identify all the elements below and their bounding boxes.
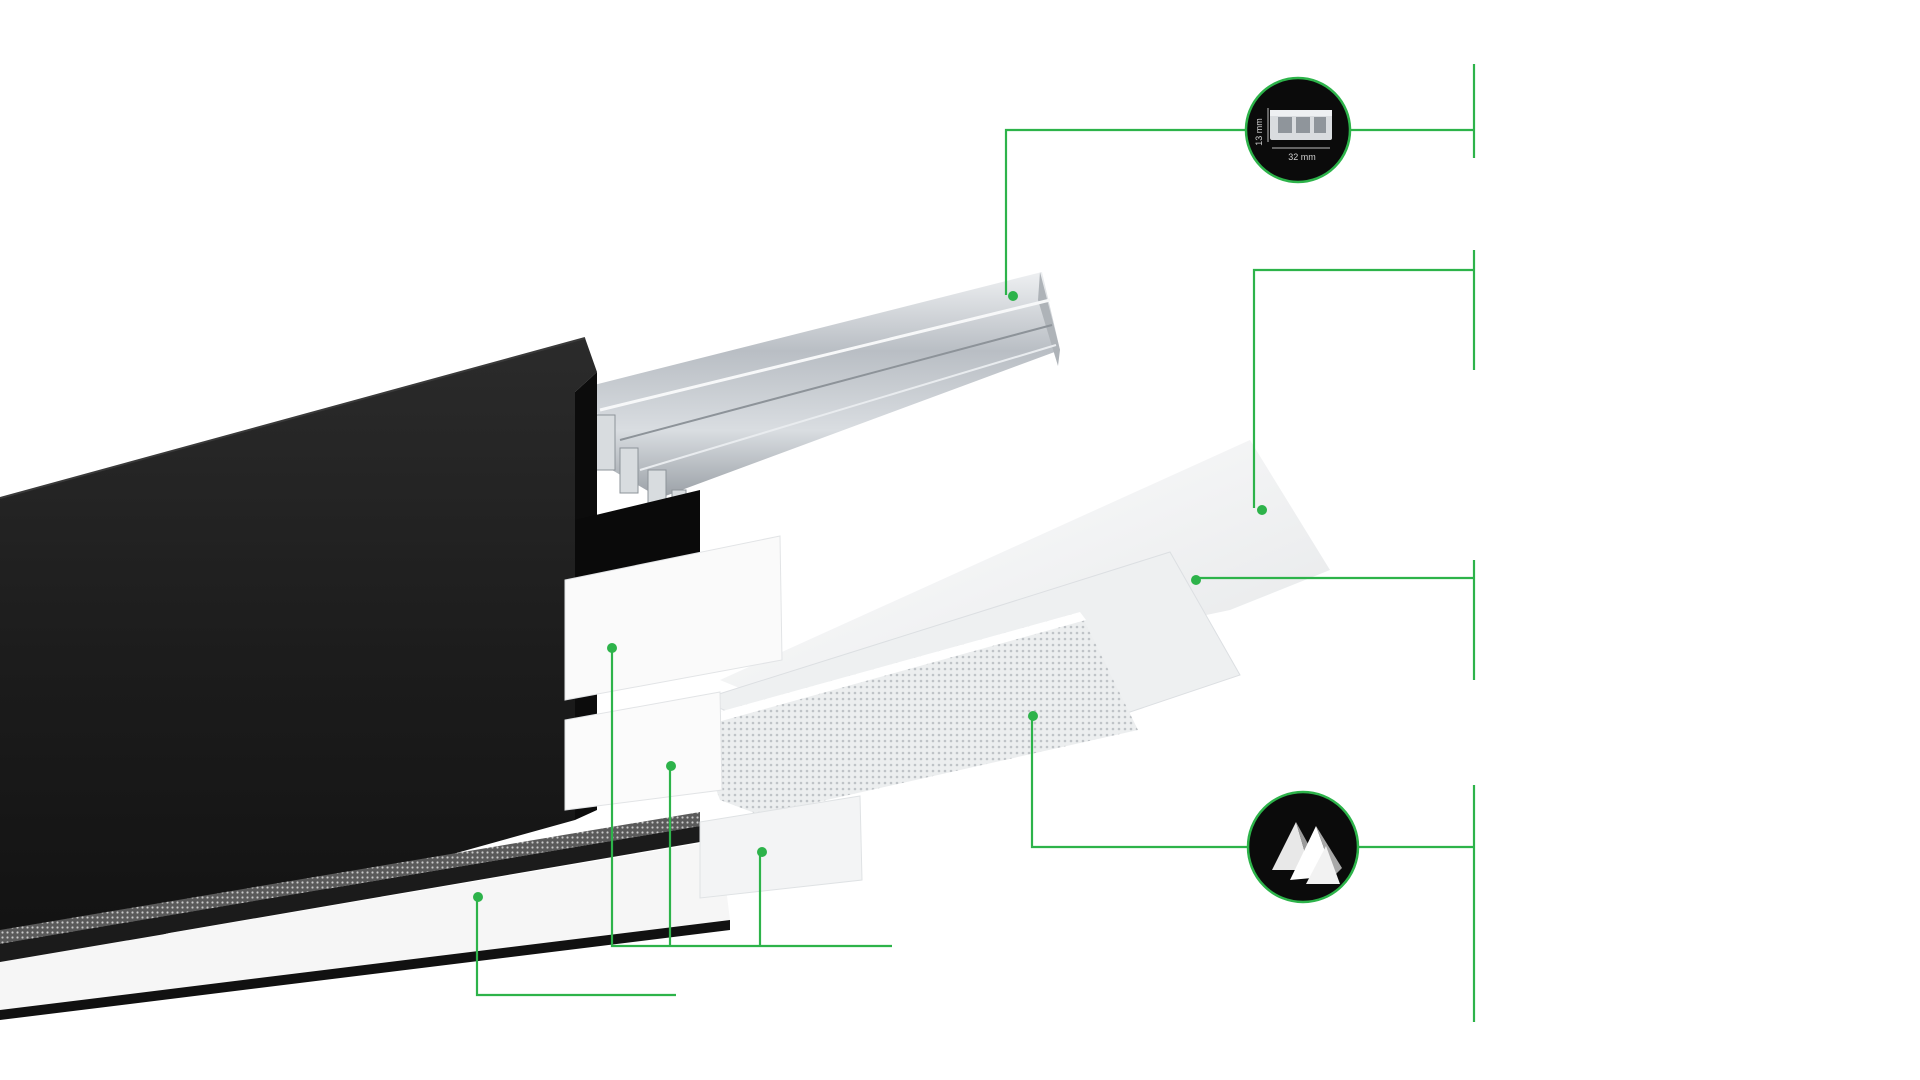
microprism-badge xyxy=(1246,790,1360,904)
callout-dot-middle-insert xyxy=(666,761,676,771)
profile-width-label: 32 mm xyxy=(1288,152,1316,162)
callout-line-bottom-insert xyxy=(475,897,676,997)
callout-dots xyxy=(473,291,1267,902)
middle-white-insert xyxy=(564,691,723,811)
microprism-pyramids-icon xyxy=(1272,822,1342,884)
callout-line-microprism xyxy=(1030,716,1248,849)
callout-dot-upper-insert xyxy=(607,643,617,653)
callout-dot-loose-strip xyxy=(757,847,767,857)
microprism-diffuser xyxy=(690,612,1138,815)
callout-dot-middle-diffuser xyxy=(1191,575,1201,585)
callout-dot-microprism xyxy=(1028,711,1038,721)
loose-white-strip xyxy=(699,795,863,899)
profile-cross-section-icon xyxy=(1267,108,1332,149)
callout-lines xyxy=(475,64,1476,1022)
callout-line-top-diffuser xyxy=(1252,268,1474,508)
callout-dot-bottom-insert xyxy=(473,892,483,902)
profile-badge: 13 mm 32 mm xyxy=(1244,76,1352,184)
callout-dot-aluminium-insert xyxy=(1008,291,1018,301)
upper-white-insert xyxy=(564,535,783,701)
callout-line-aluminium-insert xyxy=(1004,128,1248,295)
aluminium-insert xyxy=(590,272,1060,519)
bottom-rail xyxy=(0,812,730,1020)
product-illustration xyxy=(0,272,1330,1020)
top-diffuser-sheet xyxy=(720,440,1330,705)
profile-height-label: 13 mm xyxy=(1254,118,1264,146)
callout-line-upper-insert xyxy=(610,648,892,948)
callout-dot-top-diffuser xyxy=(1257,505,1267,515)
